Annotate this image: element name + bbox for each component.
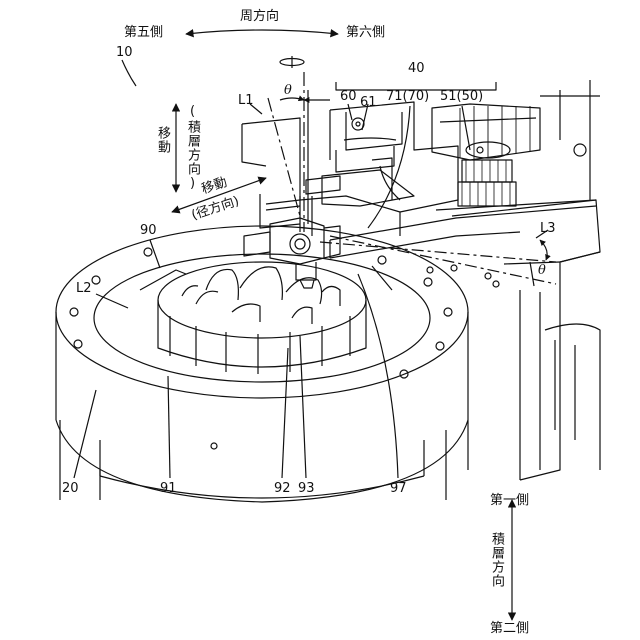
label-l1: L1 — [238, 94, 254, 107]
label-move-stack: 移動 — [156, 126, 169, 154]
label-ref-91: 91 — [160, 482, 177, 495]
label-second-side: 第二側 — [490, 622, 529, 635]
label-ref-60: 60 — [340, 90, 357, 103]
label-ref-71: 71(70) — [386, 90, 429, 103]
label-l2: L2 — [76, 282, 92, 295]
label-ref-92: 92 — [274, 482, 291, 495]
label-first-side: 第一側 — [490, 494, 529, 507]
label-fifth-side: 第五側 — [124, 26, 163, 39]
gear-unit — [432, 104, 540, 206]
base-pillar — [60, 420, 468, 500]
label-ref-20: 20 — [62, 482, 79, 495]
label-move-stack-dir: (積層方向) — [186, 104, 199, 192]
label-theta-top: θ — [284, 84, 292, 97]
label-circumferential: 周方向 — [240, 10, 279, 23]
label-ref-40: 40 — [408, 62, 425, 75]
leader-lines — [74, 82, 496, 478]
label-l3: L3 — [540, 222, 556, 235]
label-ref-10: 10 — [116, 46, 133, 59]
label-ref-93: 93 — [298, 482, 315, 495]
label-theta-right: θ — [538, 264, 546, 277]
axis-l3 — [320, 230, 556, 286]
stator-core-91 — [140, 262, 392, 374]
label-ref-61: 61 — [360, 96, 377, 109]
label-sixth-side: 第六側 — [346, 26, 385, 39]
circumferential-arrow — [186, 30, 338, 34]
ring-bolt-holes — [70, 248, 452, 378]
ref-10-leader — [122, 60, 136, 86]
label-ref-97: 97 — [390, 482, 407, 495]
upper-carriage — [242, 102, 596, 236]
label-stack-direction: 積層方向 — [490, 532, 503, 588]
label-ref-51: 51(50) — [440, 90, 483, 103]
label-ref-90: 90 — [140, 224, 157, 237]
